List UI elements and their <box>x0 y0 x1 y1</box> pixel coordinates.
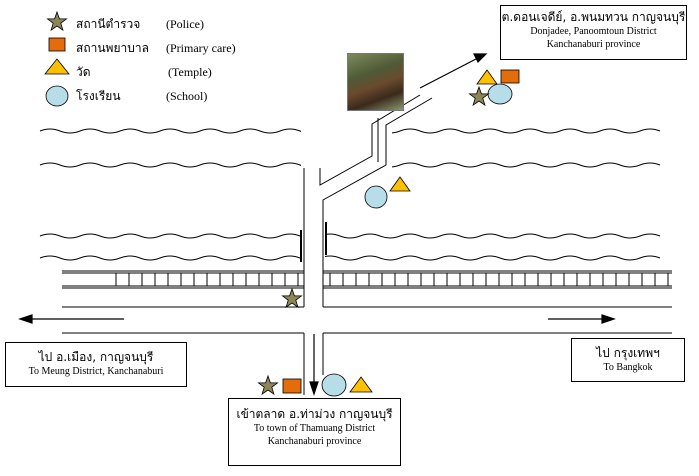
canal-lower-top <box>39 233 661 239</box>
destination-top-right-box: ต.ดอนเจดีย์, อ.พนมทวน กาญจนบุรี Donjadee… <box>500 5 687 60</box>
legend-star-icon <box>46 10 68 32</box>
canal-lower-bottom <box>39 255 661 261</box>
primary-care-square-icon <box>282 378 302 394</box>
police-star-icon <box>257 374 279 396</box>
destination-left-thai: ไป อ.เมือง, กาญจนบุรี <box>38 350 154 364</box>
legend-temple-thai: วัด <box>76 64 91 79</box>
legend-police-english: (Police) <box>166 16 204 31</box>
landmark-photo <box>347 53 404 111</box>
school-circle-icon <box>487 83 513 105</box>
temple-triangle-icon <box>349 376 373 393</box>
road-cut <box>301 118 325 278</box>
legend-triangle-icon <box>44 58 70 75</box>
legend-row-temple: วัด (Temple) <box>40 61 212 83</box>
arrowhead-top-right <box>473 53 488 64</box>
destination-top-right-english-line2: Kanchanaburi province <box>546 39 641 50</box>
legend-primary-care-english: (Primary care) <box>166 40 236 55</box>
legend-row-school: โรงเรียน (School) <box>40 85 207 107</box>
legend-primary-care-thai: สถานพยาบาล <box>76 40 149 55</box>
legend-temple-english: (Temple) <box>168 64 212 79</box>
destination-bottom-english-line1: To town of Thamuang District <box>253 423 376 434</box>
police-star-icon <box>281 287 303 309</box>
destination-right-box: ไป กรุงเทพฯ To Bangkok <box>571 338 685 382</box>
railway <box>62 270 672 289</box>
legend-square-icon <box>48 37 66 52</box>
arrowhead-right <box>601 314 616 324</box>
main-road <box>303 94 433 395</box>
legend-school-thai: โรงเรียน <box>76 88 121 103</box>
arrowhead-left <box>18 314 33 324</box>
legend-school-english: (School) <box>166 88 208 103</box>
arrow-to-top-right <box>419 58 477 89</box>
police-star-icon <box>468 85 490 107</box>
primary-care-square-icon <box>500 69 520 84</box>
legend-circle-icon <box>45 85 69 107</box>
bridges <box>300 222 327 262</box>
legend-police-thai: สถานีตำรวจ <box>76 16 141 31</box>
legend-row-primary-care: สถานพยาบาล (Primary care) <box>40 37 236 59</box>
temple-triangle-icon <box>389 176 411 192</box>
arrowhead-bottom <box>309 381 319 396</box>
legend-row-police: สถานีตำรวจ (Police) <box>40 13 204 35</box>
school-circle-icon <box>364 185 388 209</box>
destination-right-thai: ไป กรุงเทพฯ <box>596 346 660 360</box>
school-circle-icon <box>321 373 347 397</box>
destination-top-right-english-line1: Donjadee, Panoomtoun District <box>530 26 657 37</box>
destination-bottom-english-line2: Kanchanaburi province <box>267 436 362 447</box>
direction-arrows <box>18 53 616 396</box>
destination-bottom-thai: เข้าตลาด อ.ท่าม่วง กาญจนบุรี <box>236 407 393 421</box>
destination-bottom-box: เข้าตลาด อ.ท่าม่วง กาญจนบุรี To town of … <box>228 398 401 466</box>
destination-left-box: ไป อ.เมือง, กาญจนบุรี To Meung District,… <box>5 342 187 387</box>
destination-right-english: To Bangkok <box>603 362 653 373</box>
destination-left-english: To Meung District, Kanchanaburi <box>28 366 164 377</box>
temple-triangle-icon <box>476 69 498 85</box>
highway <box>62 306 672 334</box>
destination-top-right-thai: ต.ดอนเจดีย์, อ.พนมทวน กาญจนบุรี <box>501 10 686 24</box>
